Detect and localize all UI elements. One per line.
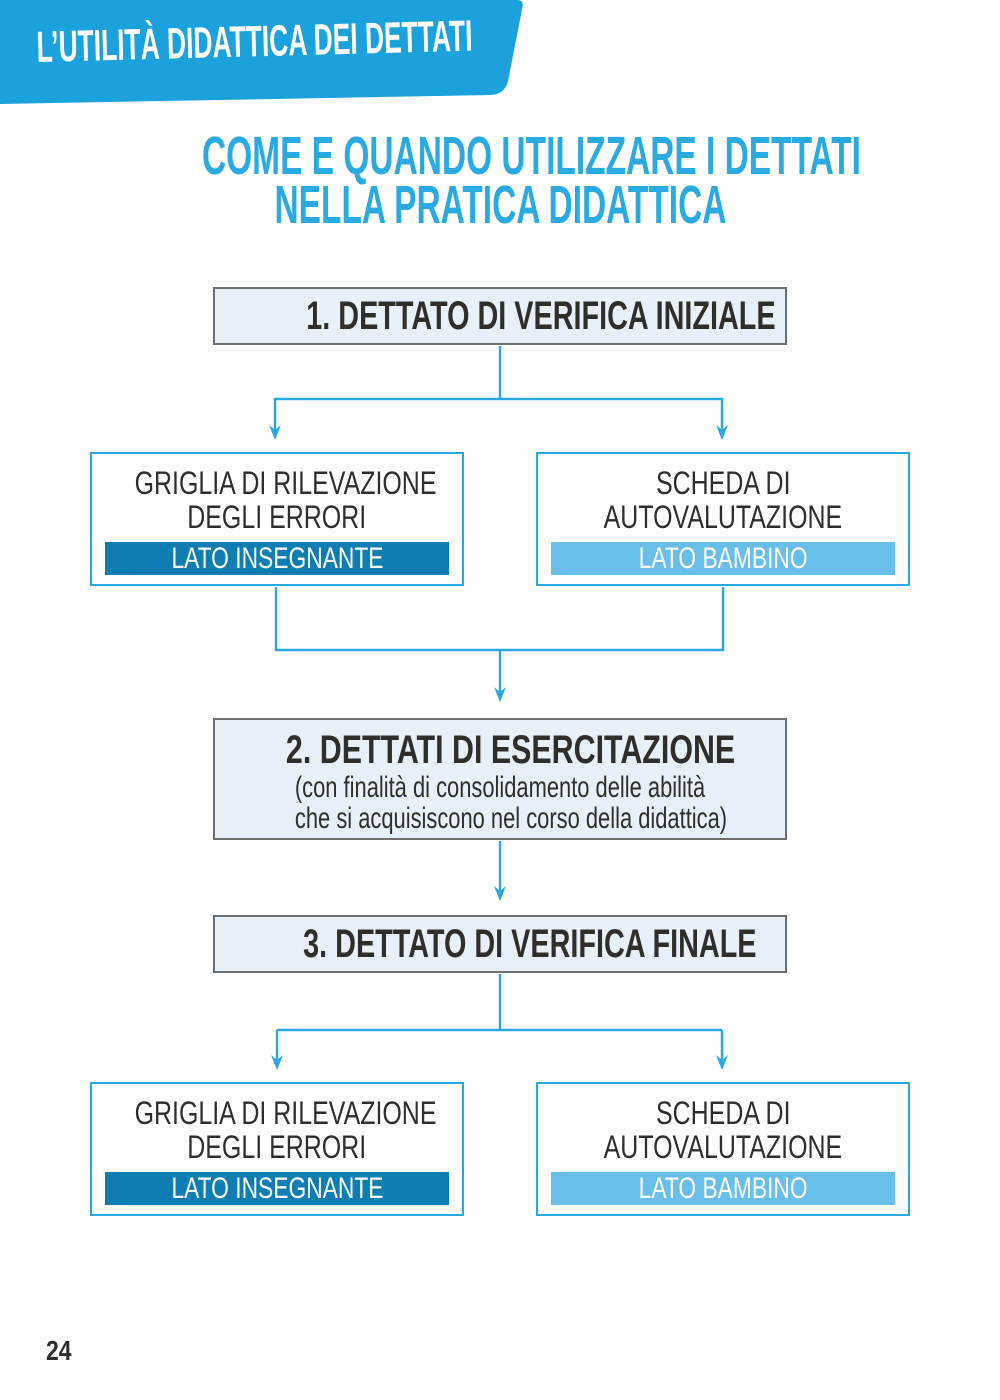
child-band: LATO BAMBINO: [551, 542, 895, 575]
step2-box: 2. DETTATI DI ESERCITAZIONE (con finalit…: [213, 718, 787, 840]
page-number: 24: [46, 1335, 72, 1366]
teacher-box-bottom: GRIGLIA DI RILEVAZIONE DEGLI ERRORI LATO…: [90, 1082, 464, 1216]
step2-subtitle-line2: che si acquisiscono nel corso della dida…: [294, 802, 728, 835]
child-box-top: SCHEDA DI AUTOVALUTAZIONE LATO BAMBINO: [536, 452, 910, 586]
step2-label: 2. DETTATI DI ESERCITAZIONE: [285, 728, 736, 772]
step3-box: 3. DETTATO DI VERIFICA FINALE: [213, 915, 787, 973]
teacher-box-title: GRIGLIA DI RILEVAZIONE DEGLI ERRORI: [134, 1095, 437, 1165]
child-box-title: SCHEDA DI AUTOVALUTAZIONE: [603, 465, 843, 535]
page-title: COME E QUANDO UTILIZZARE I DETTATI NELLA…: [0, 126, 1000, 235]
page-title-line1: COME E QUANDO UTILIZZARE I DETTATI: [201, 126, 861, 186]
step1-box: 1. DETTATO DI VERIFICA INIZIALE: [213, 287, 787, 345]
step2-subtitle-line1: (con finalità di consolidamento delle ab…: [294, 771, 706, 804]
teacher-band: LATO INSEGNANTE: [105, 1172, 449, 1205]
chapter-banner-label: L’UTILITÀ DIDATTICA DEI DETTATI: [35, 11, 474, 72]
page-title-line2: NELLA PRATICA DIDATTICA: [274, 175, 726, 235]
flow-line: [274, 587, 725, 652]
child-band: LATO BAMBINO: [551, 1172, 895, 1205]
child-box-title: SCHEDA DI AUTOVALUTAZIONE: [603, 1095, 843, 1165]
child-box-bottom: SCHEDA DI AUTOVALUTAZIONE LATO BAMBINO: [536, 1082, 910, 1216]
teacher-band: LATO INSEGNANTE: [105, 542, 449, 575]
banner-ribbon: [0, 0, 523, 104]
step1-label: 1. DETTATO DI VERIFICA INIZIALE: [306, 294, 776, 338]
banner-ribbon-shape: [0, 0, 523, 104]
teacher-box-title: GRIGLIA DI RILEVAZIONE DEGLI ERRORI: [134, 465, 437, 535]
teacher-box-top: GRIGLIA DI RILEVAZIONE DEGLI ERRORI LATO…: [90, 452, 464, 586]
step3-label: 3. DETTATO DI VERIFICA FINALE: [303, 922, 757, 966]
